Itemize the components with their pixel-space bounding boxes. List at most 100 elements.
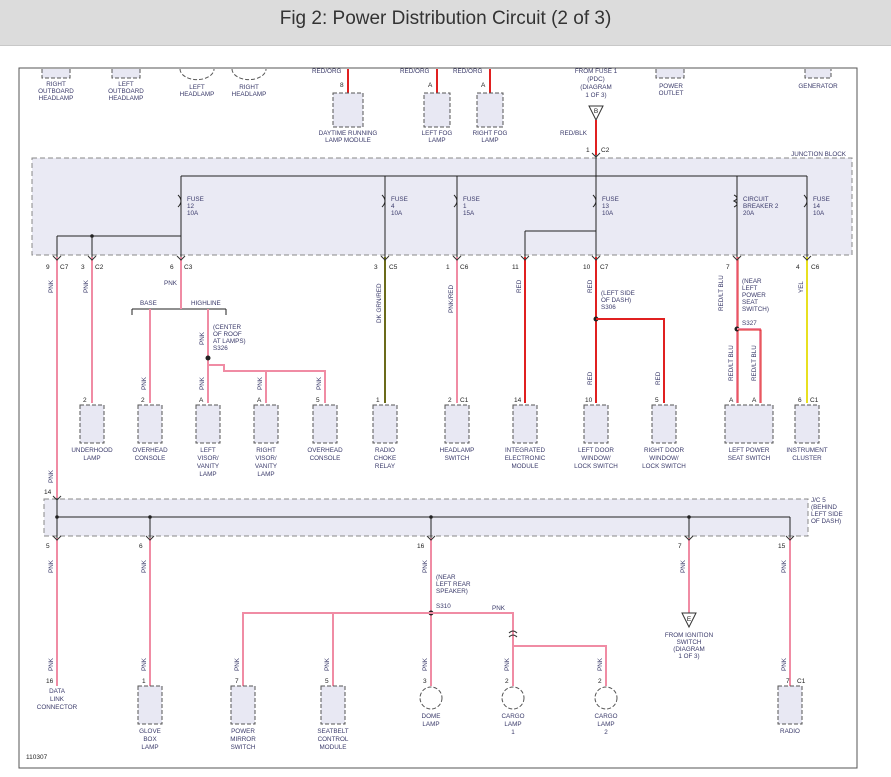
drl-label-2: LAMP MODULE: [325, 137, 371, 144]
out-3-pin: 3: [81, 264, 85, 271]
left-outboard-headlamp-box: [111, 69, 141, 79]
seat-pin-a: A: [729, 397, 734, 404]
s310-line-2: LEFT REAR: [436, 581, 471, 588]
s326-line-1: (CENTER: [213, 324, 241, 331]
cargo2-pin: 2: [598, 678, 602, 685]
connector-ticks: [52, 152, 812, 541]
fuse-12-line-2: 12: [187, 203, 195, 210]
s310-line-4: S310: [436, 603, 451, 610]
middle-components: 2 2 A A 5 1 2 C1 14 10 5 A A 6 C1 UNDERH…: [71, 397, 827, 478]
left-outboard-label-2: OUTBOARD: [108, 88, 144, 95]
generator-box: [804, 69, 832, 79]
s327-line-2: LEFT: [742, 285, 758, 292]
jc5-out-16: 16: [417, 543, 425, 550]
out-3b-pin: 3: [374, 264, 378, 271]
from-ignition-1: FROM IGNITION: [665, 632, 714, 639]
cargo1-wire: PNK: [504, 657, 511, 671]
radio-name-1: RADIO: [780, 728, 800, 735]
radio-pin: 7: [786, 678, 790, 685]
seatbelt-name-2: CONTROL: [318, 736, 349, 743]
from-fuse-arrow: [588, 105, 604, 122]
right-visor-name-2: VISOR/: [255, 455, 277, 462]
underhood-name-2: LAMP: [83, 455, 100, 462]
dlc-pin: 16: [46, 678, 54, 685]
glovebox-name-1: GLOVE: [139, 728, 161, 735]
radio-choke-name-2: CHOKE: [374, 455, 396, 462]
power-outlet-label-2: OUTLET: [659, 90, 684, 97]
iem-pin: 14: [514, 397, 522, 404]
left-door-wire-label: RED: [587, 371, 594, 385]
junction-block: JUNCTION BLOCK FUSE 12 10A FUSE 4 10A FU…: [31, 151, 853, 257]
right-door-name-2: WINDOW/: [649, 455, 679, 462]
right-outboard-label-2: OUTBOARD: [38, 88, 74, 95]
cargo2-name-2: LAMP: [597, 721, 614, 728]
left-door-pin: 10: [585, 397, 593, 404]
s310-line-3: SPEAKER): [436, 588, 468, 595]
overhead-console-2-box: [312, 404, 338, 444]
glovebox-lamp-box: [137, 685, 163, 725]
out-6-wire-label: PNK: [164, 280, 178, 287]
out-11-pin: 11: [512, 264, 519, 271]
cluster-name-2: CLUSTER: [792, 455, 822, 462]
left-visor-name-4: LAMP: [199, 471, 216, 478]
left-headlamp-label-1: LEFT: [189, 84, 205, 91]
out-11-wire-label: RED: [516, 279, 523, 293]
cargo1-name-2: LAMP: [504, 721, 521, 728]
left-visor-name-1: LEFT: [200, 447, 216, 454]
dome-wire: PNK: [422, 657, 429, 671]
instrument-cluster-box: [794, 404, 820, 444]
right-door-switch-box: [651, 404, 677, 444]
glovebox-name-2: BOX: [143, 736, 157, 743]
left-visor-name-3: VANITY: [197, 463, 220, 470]
headlamp-switch-box: [444, 404, 470, 444]
out-9-pin: 9: [46, 264, 50, 271]
out-10-wire-label: RED: [587, 279, 594, 293]
power-outlet-label-1: POWER: [659, 83, 683, 90]
mirror-name-3: SWITCH: [231, 744, 256, 751]
fuse-14-line-1: FUSE: [813, 196, 830, 203]
out-10-pin: 10: [583, 264, 591, 271]
overhead-2-pin: 5: [316, 397, 320, 404]
right-visor-name-1: RIGHT: [256, 447, 276, 454]
left-outboard-label-1: LEFT: [118, 81, 134, 88]
cargo2-wire: PNK: [597, 657, 604, 671]
underhood-pin: 2: [83, 397, 87, 404]
fuse-14-line-3: 10A: [813, 210, 825, 217]
out-9-conn: C7: [60, 264, 69, 271]
left-power-seat-switch-box: [724, 404, 774, 444]
cargo2-name-1: CARGO: [594, 713, 617, 720]
right-headlamp-shape: [231, 68, 267, 81]
s326-line-2: OF ROOF: [213, 331, 242, 338]
highline-wire-label: PNK: [199, 331, 206, 345]
out-3b-wire-label: DK GRN/RED: [376, 283, 383, 323]
cargo-lamp-2-shape: [594, 686, 618, 710]
out-4-wire-label: YEL: [798, 281, 805, 293]
right-outboard-label-3: HEADLAMP: [39, 95, 74, 102]
out-3-wire-label: PNK: [83, 279, 90, 293]
seat-pin-b: A: [752, 397, 757, 404]
right-visor-pin: A: [257, 397, 262, 404]
radio-choke-relay-box: [372, 404, 398, 444]
jc5-out-5: 5: [46, 543, 50, 550]
headlamp-switch-name-1: HEADLAMP: [440, 447, 475, 454]
dlc-name-1: DATA: [49, 688, 66, 695]
bottom-components: 16 DATA LINK CONNECTOR 1 GLOVE BOX LAMP …: [26, 678, 806, 761]
seatbelt-name-3: MODULE: [320, 744, 347, 751]
from-fuse-wire-label: RED/BLK: [560, 130, 588, 137]
figure-id: 110307: [26, 754, 48, 761]
from-ignition-2: SWITCH: [677, 639, 702, 646]
left-fog-lamp-box: [423, 92, 451, 128]
fuse-13-line-3: 10A: [602, 210, 614, 217]
overhead-1-name-2: CONSOLE: [135, 455, 166, 462]
left-outboard-label-3: HEADLAMP: [109, 95, 144, 102]
jc5-out-16-wire: PNK: [422, 559, 429, 573]
fuse-12-line-1: FUSE: [187, 196, 204, 203]
from-fuse-label-1: FROM FUSE 1: [575, 68, 618, 75]
left-fog-label-2: LAMP: [428, 137, 445, 144]
underhood-name-1: UNDERHOOD: [71, 447, 113, 454]
bottom-wires: PNK PNK PNK PNK PNK (NEAR LEFT REAR SPEA…: [48, 538, 791, 686]
overhead-1-pin: 2: [141, 397, 145, 404]
cluster-pin: 6: [798, 397, 802, 404]
base-wire-label: PNK: [141, 376, 148, 390]
dome-lamp-shape: [419, 686, 443, 710]
